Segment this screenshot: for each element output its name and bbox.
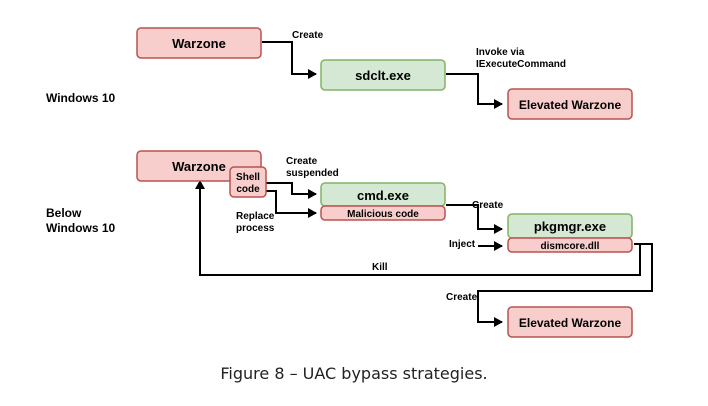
node-elevated-top-label: Elevated Warzone bbox=[519, 98, 622, 112]
node-elevated-bottom-label: Elevated Warzone bbox=[519, 316, 622, 330]
section-label-below-2: Windows 10 bbox=[46, 221, 116, 235]
node-dismcore-label: dismcore.dll bbox=[541, 241, 600, 252]
node-dismcore bbox=[507, 237, 633, 253]
node-warzone-bottom-label: Warzone bbox=[172, 159, 226, 174]
node-warzone-top bbox=[136, 27, 262, 59]
node-shellcode-label-2: code bbox=[236, 184, 260, 195]
node-sdclt bbox=[320, 59, 446, 91]
edge-label-create-susp-2: suspended bbox=[286, 168, 339, 179]
edge-label-create-susp-1: Create bbox=[286, 156, 318, 167]
edge-label-invoke-1: Invoke via bbox=[476, 47, 525, 58]
edge-label-replace-2: process bbox=[236, 223, 275, 234]
edge-create-elevated bbox=[477, 243, 653, 327]
node-pkgmgr-label: pkgmgr.exe bbox=[534, 219, 606, 234]
node-malicious-label: Malicious code bbox=[347, 209, 419, 220]
edge-label-create-elev: Create bbox=[446, 292, 478, 303]
edge-label-kill: Kill bbox=[372, 262, 388, 273]
edge-create-pkgmgr bbox=[446, 204, 503, 234]
node-cmd-label: cmd.exe bbox=[357, 188, 409, 203]
section-label-below-1: Below bbox=[46, 206, 82, 220]
edge-label-create-pkg: Create bbox=[472, 200, 504, 211]
edge-create-top bbox=[262, 41, 317, 79]
figure-caption: Figure 8 – UAC bypass strategies. bbox=[220, 364, 488, 383]
node-warzone-top-label: Warzone bbox=[172, 36, 226, 51]
node-shellcode bbox=[229, 166, 267, 198]
section-label-windows10: Windows 10 bbox=[46, 91, 116, 105]
edge-invoke bbox=[446, 73, 503, 109]
edge-label-invoke-2: IExecuteCommand bbox=[476, 59, 566, 70]
edge-label-create-top: Create bbox=[292, 30, 324, 41]
edge-label-inject: Inject bbox=[449, 239, 476, 250]
edge-create-suspended bbox=[262, 182, 317, 199]
node-malicious bbox=[320, 205, 446, 221]
edge-replace-process bbox=[266, 190, 317, 218]
node-elevated-bottom bbox=[507, 306, 633, 338]
node-sdclt-label: sdclt.exe bbox=[355, 68, 411, 83]
node-elevated-top bbox=[507, 88, 633, 120]
edge-label-replace-1: Replace bbox=[236, 211, 275, 222]
node-shellcode-label-1: Shell bbox=[236, 172, 260, 183]
